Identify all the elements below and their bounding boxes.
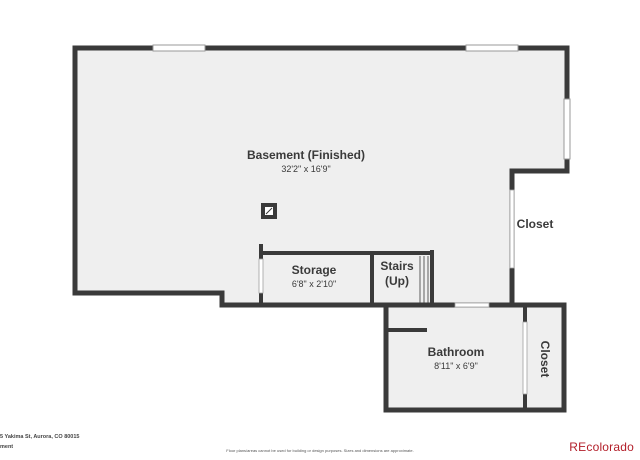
storage-door: [258, 258, 264, 294]
window-right: [563, 98, 571, 160]
brand-logo: REcolorado: [569, 440, 634, 454]
basement-floor: [75, 48, 567, 305]
bathroom-door: [454, 302, 490, 308]
door-openings: [258, 189, 528, 395]
closet-upper-door: [509, 189, 515, 269]
basement-label: Basement (Finished): [247, 148, 365, 162]
bathroom-label: Bathroom: [428, 345, 485, 359]
floor-level: ment: [0, 444, 14, 450]
closet-lower-label: Closet: [538, 341, 552, 378]
listing-address: 5 Yakima St, Aurora, CO 80015: [0, 434, 80, 440]
stairs-label: Stairs: [380, 259, 414, 273]
stairs-direction: (Up): [385, 274, 409, 288]
closet-lower-door: [522, 321, 528, 395]
basement-dimensions: 32'2" x 16'9": [281, 164, 330, 174]
floor-drain-icon: [261, 203, 277, 219]
window-top-left: [152, 44, 206, 52]
windows: [152, 44, 571, 160]
window-top-right: [465, 44, 519, 52]
listing-address-block: 5 Yakima St, Aurora, CO 80015 ment: [0, 432, 80, 452]
bathroom-floor: [386, 305, 564, 410]
closet-upper-label: Closet: [517, 217, 554, 231]
storage-dimensions: 6'8" x 2'10": [292, 279, 336, 289]
stair-treads: [419, 256, 429, 303]
bathroom-dimensions: 8'11" x 6'9": [434, 361, 478, 371]
storage-label: Storage: [292, 263, 337, 277]
disclaimer: Floor plans/areas cannot be used for bui…: [226, 448, 414, 453]
